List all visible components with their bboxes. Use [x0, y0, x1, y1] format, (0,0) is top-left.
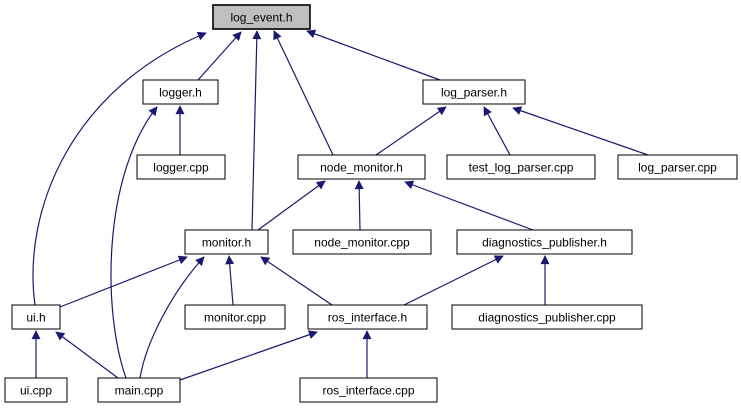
- node-label-ui-cpp: ui.cpp: [20, 384, 52, 398]
- node-label-logger-cpp: logger.cpp: [153, 161, 209, 175]
- node-label-test-log-parser-cpp: test_log_parser.cpp: [469, 161, 574, 175]
- edge-test-log-parser-cpp-to-log-parser-h: [483, 106, 511, 156]
- node-box-ui-h: [11, 304, 61, 330]
- node-ui-h[interactable]: ui.h: [11, 304, 61, 330]
- node-label-log-parser-h: log_parser.h: [441, 86, 507, 100]
- node-main-cpp[interactable]: main.cpp: [97, 377, 181, 403]
- edge-diagnostics-publisher-h-to-node-monitor-h: [404, 180, 534, 231]
- node-label-logger-h: logger.h: [159, 86, 202, 100]
- node-box-node-monitor-h: [297, 154, 426, 180]
- node-label-log-event-h: log_event.h: [230, 11, 292, 25]
- edge-ui-h-to-log-event-h: [32, 31, 207, 306]
- node-box-ros-interface-cpp: [299, 377, 438, 403]
- node-node-monitor-h[interactable]: node_monitor.h: [297, 154, 426, 180]
- edge-main-cpp-to-logger-h: [110, 106, 158, 379]
- node-box-node-monitor-cpp: [292, 229, 432, 255]
- node-box-logger-h: [142, 79, 219, 105]
- node-box-log-event-h: [212, 4, 311, 30]
- node-box-monitor-cpp: [184, 304, 286, 330]
- edge-ros-interface-h-to-diagnostics-publisher-h: [403, 255, 504, 306]
- node-label-main-cpp: main.cpp: [115, 384, 164, 398]
- node-box-monitor-h: [184, 229, 269, 255]
- node-box-logger-cpp: [136, 154, 226, 180]
- node-label-node-monitor-cpp: node_monitor.cpp: [314, 236, 410, 250]
- node-box-diagnostics-publisher-h: [456, 229, 633, 255]
- node-label-diagnostics-publisher-h: diagnostics_publisher.h: [482, 236, 607, 250]
- node-diagnostics-publisher-h[interactable]: diagnostics_publisher.h: [456, 229, 633, 255]
- node-diagnostics-publisher-cpp[interactable]: diagnostics_publisher.cpp: [451, 304, 643, 330]
- edge-node-monitor-h-to-log-event-h: [273, 30, 334, 156]
- node-log-parser-h[interactable]: log_parser.h: [422, 79, 526, 105]
- edge-ui-h-to-monitor-h: [59, 255, 188, 308]
- node-label-monitor-cpp: monitor.cpp: [204, 311, 266, 325]
- edge-node-monitor-cpp-to-node-monitor-h: [354, 180, 364, 231]
- edge-log-parser-h-to-log-event-h: [306, 29, 441, 81]
- edge-ros-interface-h-to-monitor-h: [260, 256, 333, 306]
- node-label-log-parser-cpp: log_parser.cpp: [638, 161, 717, 175]
- node-box-ui-cpp: [4, 377, 68, 403]
- node-label-diagnostics-publisher-cpp: diagnostics_publisher.cpp: [478, 311, 616, 325]
- node-label-monitor-h: monitor.h: [202, 236, 251, 250]
- node-label-ui-h: ui.h: [26, 311, 45, 325]
- node-monitor-cpp[interactable]: monitor.cpp: [184, 304, 286, 330]
- node-log-event-h[interactable]: log_event.h: [212, 4, 311, 30]
- edge-main-cpp-to-ui-h: [55, 331, 119, 379]
- node-box-main-cpp: [97, 377, 181, 403]
- node-ros-interface-h[interactable]: ros_interface.h: [307, 304, 428, 330]
- node-box-test-log-parser-cpp: [446, 154, 596, 180]
- node-logger-cpp[interactable]: logger.cpp: [136, 154, 226, 180]
- edge-logger-h-to-log-event-h: [197, 31, 242, 81]
- edge-monitor-cpp-to-monitor-h: [225, 255, 235, 306]
- node-ros-interface-cpp[interactable]: ros_interface.cpp: [299, 377, 438, 403]
- edge-log-parser-cpp-to-log-parser-h: [512, 106, 649, 156]
- node-monitor-h[interactable]: monitor.h: [184, 229, 269, 255]
- node-logger-h[interactable]: logger.h: [142, 79, 219, 105]
- node-box-diagnostics-publisher-cpp: [451, 304, 643, 330]
- edge-main-cpp-to-monitor-h: [139, 256, 205, 379]
- node-label-ros-interface-cpp: ros_interface.cpp: [322, 384, 414, 398]
- node-log-parser-cpp[interactable]: log_parser.cpp: [617, 154, 738, 180]
- edge-node-monitor-h-to-log-parser-h: [375, 106, 447, 156]
- node-label-ros-interface-h: ros_interface.h: [328, 311, 407, 325]
- node-node-monitor-cpp[interactable]: node_monitor.cpp: [292, 229, 432, 255]
- edge-main-cpp-to-ros-interface-h: [179, 330, 318, 381]
- node-ui-cpp[interactable]: ui.cpp: [4, 377, 68, 403]
- node-box-log-parser-cpp: [617, 154, 738, 180]
- node-box-ros-interface-h: [307, 304, 428, 330]
- node-box-log-parser-h: [422, 79, 526, 105]
- node-test-log-parser-cpp[interactable]: test_log_parser.cpp: [446, 154, 596, 180]
- edge-monitor-h-to-log-event-h: [251, 30, 262, 231]
- node-label-node-monitor-h: node_monitor.h: [320, 161, 403, 175]
- edge-monitor-h-to-node-monitor-h: [257, 180, 326, 231]
